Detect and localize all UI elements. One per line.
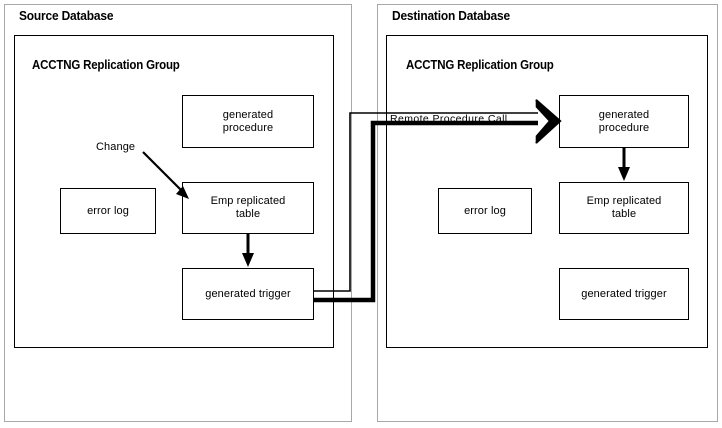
source-generated-trigger-label: generated trigger [205,287,291,300]
source-generated-procedure-line1: generated [222,108,274,121]
destination-generated-trigger-box[interactable]: generated trigger [559,268,689,320]
source-generated-procedure-box[interactable]: generated procedure [182,95,314,148]
destination-emp-table-line2: table [611,208,637,220]
destination-error-log-box[interactable]: error log [438,188,532,234]
destination-generated-procedure-line2: procedure [598,121,650,134]
source-generated-procedure-line2: procedure [222,121,274,134]
source-database-title: Source Database [19,8,114,23]
source-emp-table-line1: Emp replicated [210,195,286,207]
destination-group-title: ACCTNG Replication Group [406,58,554,72]
destination-generated-procedure-box[interactable]: generated procedure [559,95,689,148]
remote-procedure-call-label: Remote Procedure Call [390,113,508,125]
source-group-title: ACCTNG Replication Group [32,58,180,72]
source-error-log-box[interactable]: error log [60,188,156,234]
destination-generated-procedure-line1: generated [598,108,650,121]
source-emp-replicated-table-box[interactable]: Emp replicated table [182,182,314,234]
destination-emp-table-line1: Emp replicated [586,195,662,207]
destination-generated-trigger-label: generated trigger [581,287,667,300]
source-emp-table-line2: table [235,208,261,220]
source-error-log-label: error log [87,204,129,217]
destination-emp-replicated-table-box[interactable]: Emp replicated table [559,182,689,234]
change-label: Change [96,141,136,153]
source-generated-trigger-box[interactable]: generated trigger [182,268,314,320]
destination-database-title: Destination Database [392,8,510,23]
destination-error-log-label: error log [464,204,506,217]
